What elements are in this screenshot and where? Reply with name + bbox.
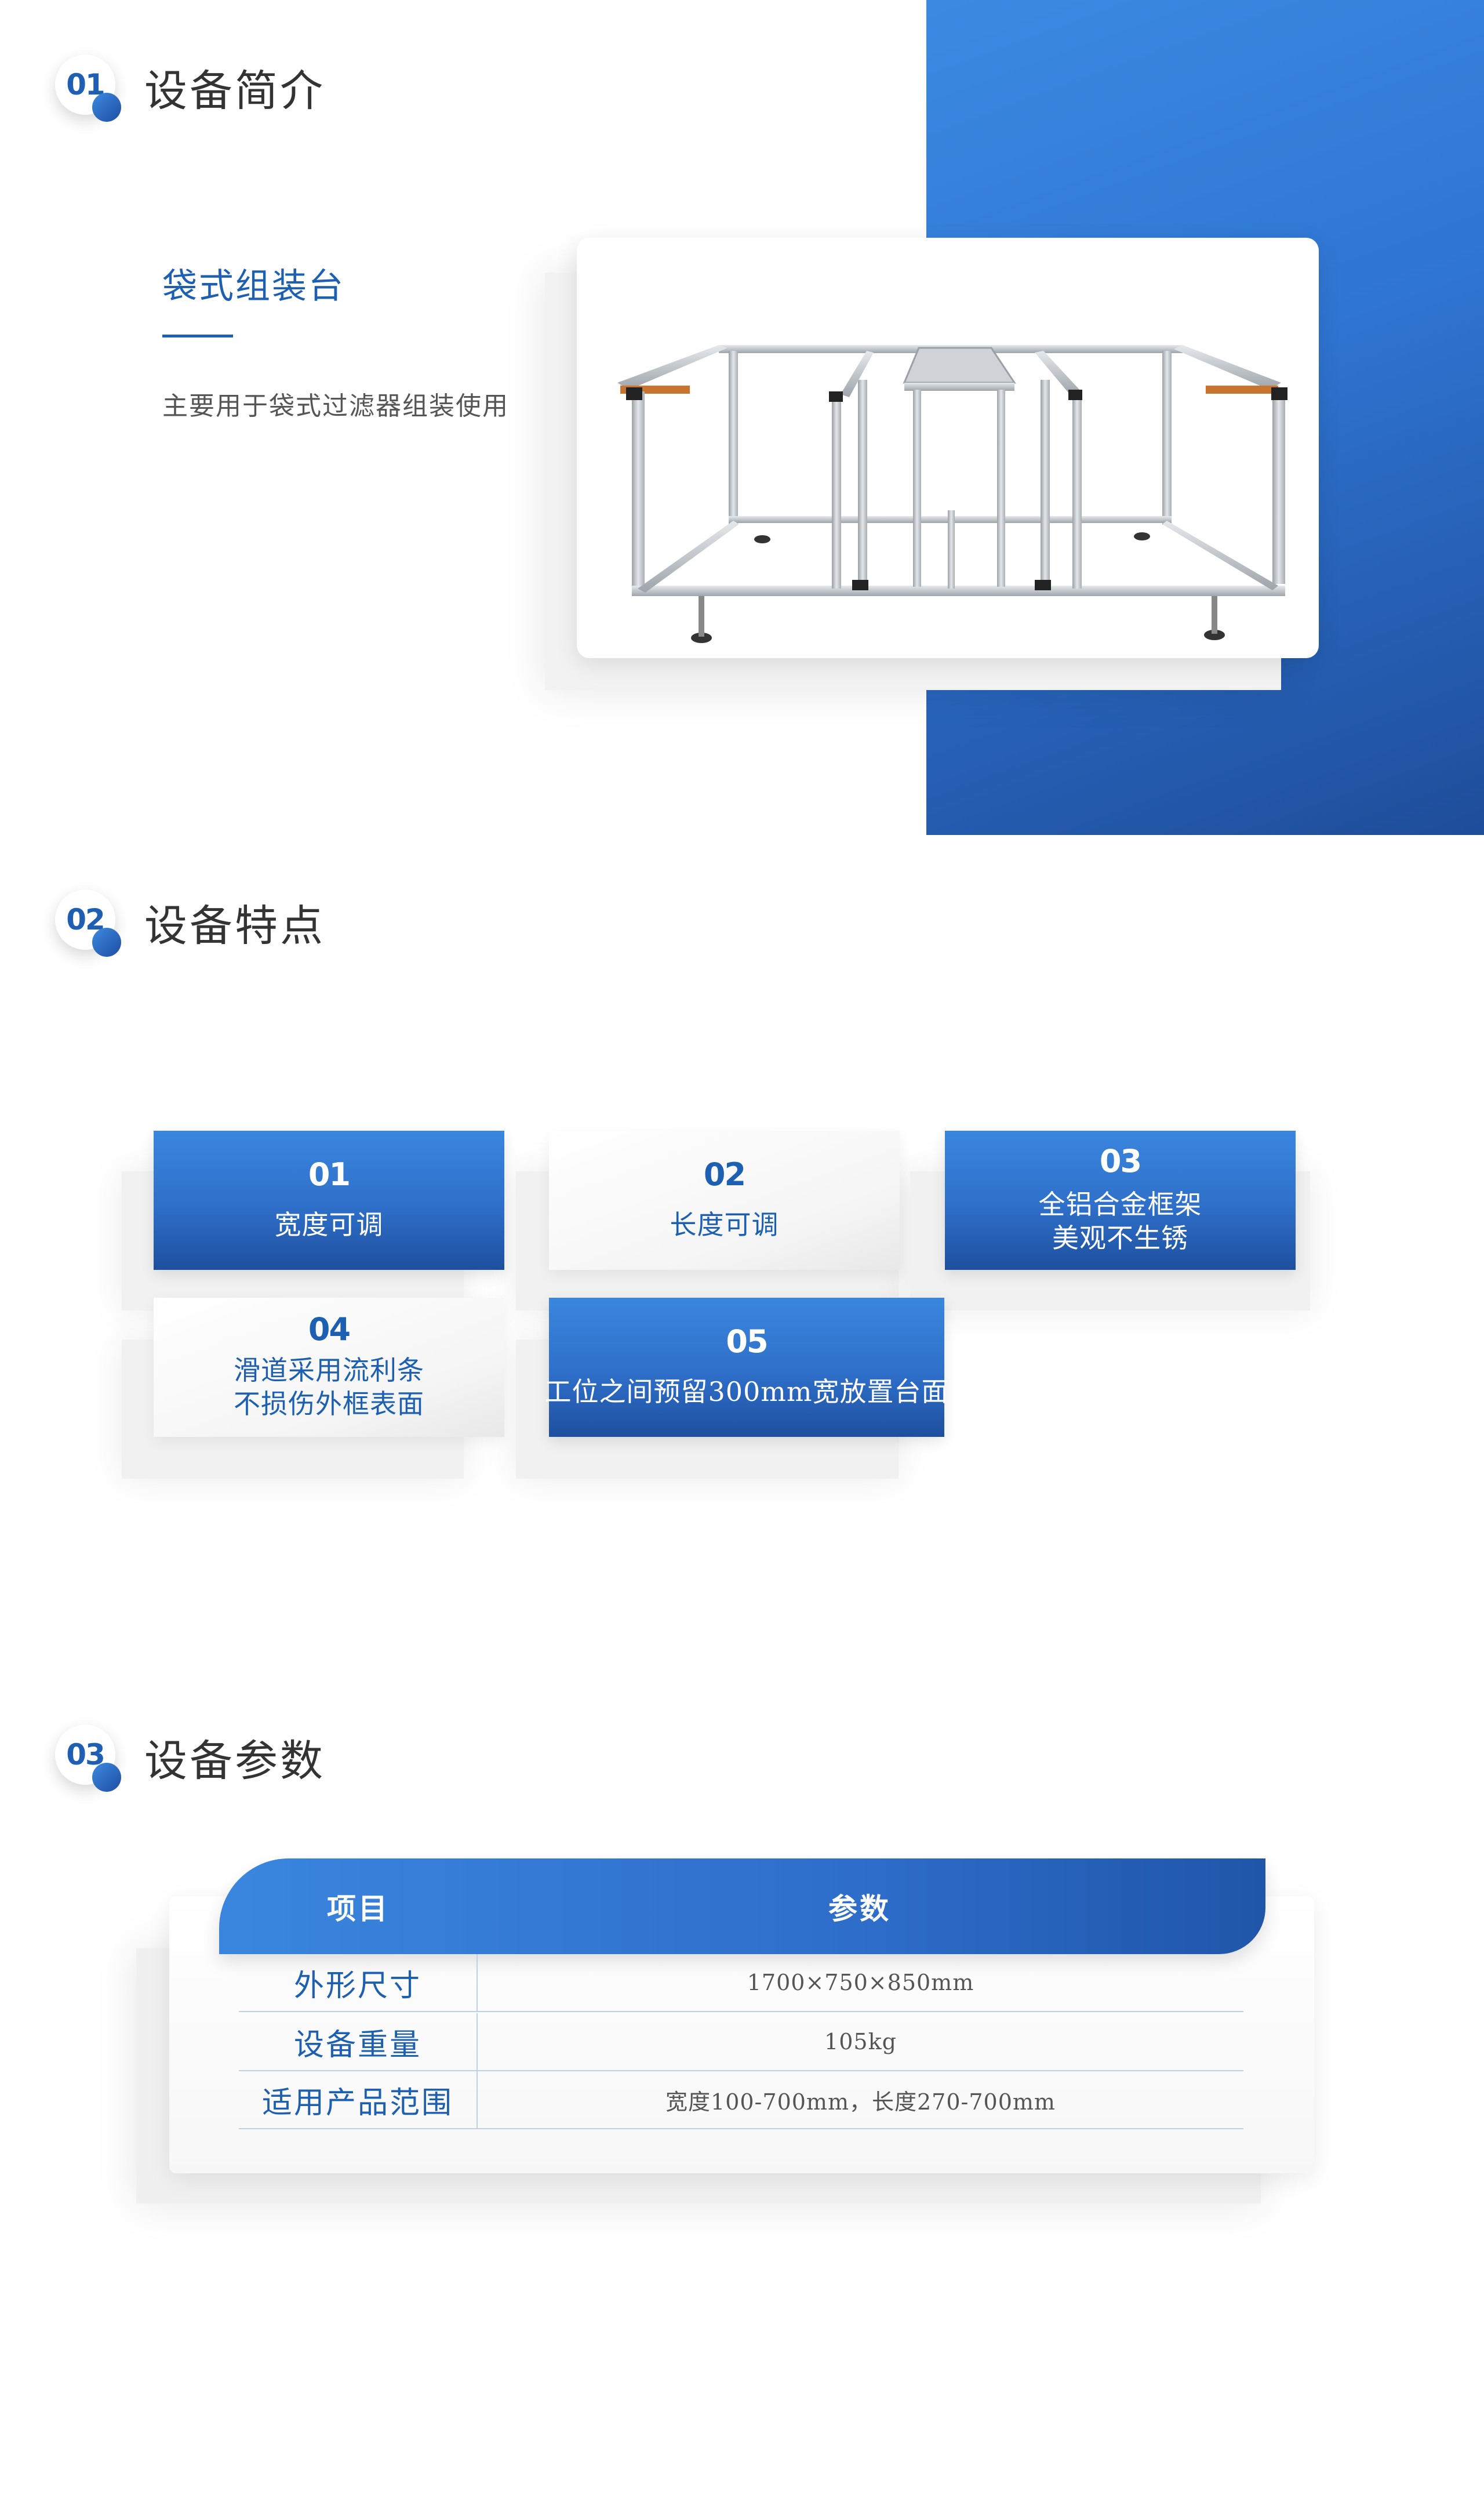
- section-header-parameters: 03 设备参数: [55, 1719, 325, 1795]
- section-title: 设备参数: [144, 1736, 325, 1786]
- product-name: 袋式组装台: [162, 266, 345, 307]
- param-value: 1700×750×850mm: [747, 1970, 974, 1995]
- title-underline: [162, 335, 233, 337]
- section-number-badge: 02: [55, 890, 121, 957]
- feature-card-01: 01 宽度可调: [154, 1131, 504, 1270]
- feature-card-03: 03 全铝合金框架 美观不生锈: [945, 1131, 1296, 1270]
- feature-number: 04: [308, 1311, 351, 1348]
- feature-card-05: 05 工位之间预留300mm宽放置台面: [544, 1298, 948, 1437]
- section-header-intro: 01 设备简介: [55, 49, 325, 125]
- section-title: 设备特点: [144, 901, 325, 951]
- feature-text-line2: 美观不生锈: [1052, 1222, 1188, 1254]
- badge-dot-icon: [92, 1763, 121, 1792]
- table-header-item: 项目: [327, 1892, 390, 1926]
- feature-number: 05: [726, 1323, 768, 1360]
- table-header-bar: [219, 1858, 1265, 1954]
- product-description: 主要用于袋式过滤器组装使用: [162, 391, 509, 421]
- feature-text: 宽度可调: [274, 1209, 384, 1240]
- section-title: 设备简介: [144, 66, 325, 116]
- param-name: 适用产品范围: [239, 2071, 478, 2128]
- feature-number: 02: [703, 1156, 746, 1193]
- param-value: 宽度100-700mm，长度270-700mm: [665, 2089, 1056, 2115]
- param-name: 外形尺寸: [239, 1954, 478, 2011]
- table-header-value: 参数: [828, 1892, 891, 1926]
- feature-text-line2: 不损伤外框表面: [234, 1388, 424, 1420]
- feature-card-02: 02 长度可调: [549, 1131, 900, 1270]
- feature-text: 工位之间预留300mm宽放置台面: [544, 1376, 949, 1407]
- feature-text-line1: 全铝合金框架: [1038, 1189, 1202, 1220]
- section-number-badge: 01: [55, 55, 121, 122]
- badge-dot-icon: [92, 928, 121, 957]
- feature-number: 03: [1099, 1143, 1142, 1179]
- product-photo: [577, 238, 1319, 658]
- table-row: 适用产品范围 宽度100-700mm，长度270-700mm: [239, 2071, 1243, 2129]
- param-name: 设备重量: [239, 2013, 478, 2070]
- section-header-features: 02 设备特点: [55, 884, 325, 960]
- feature-number: 01: [308, 1156, 351, 1193]
- feature-text: 长度可调: [670, 1209, 779, 1240]
- assembly-table-illustration: [617, 345, 1287, 643]
- table-row: 外形尺寸 1700×750×850mm: [239, 1954, 1243, 2012]
- feature-text-line1: 滑道采用流利条: [234, 1355, 424, 1386]
- feature-card-04: 04 滑道采用流利条 不损伤外框表面: [154, 1298, 504, 1437]
- badge-dot-icon: [92, 93, 121, 122]
- param-value: 105kg: [824, 2029, 897, 2054]
- table-row: 设备重量 105kg: [239, 2013, 1243, 2071]
- section-number-badge: 03: [55, 1725, 121, 1792]
